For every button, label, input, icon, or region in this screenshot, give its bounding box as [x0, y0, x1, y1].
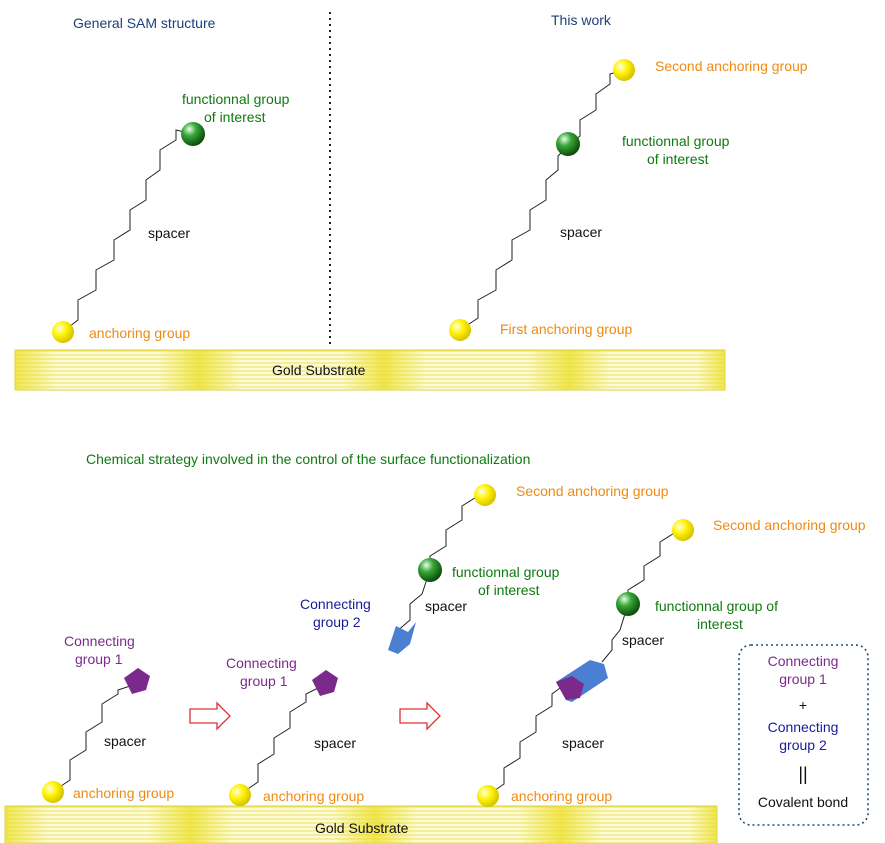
bottom-gold-substrate: Gold Substrate: [4, 805, 718, 843]
top-gold-substrate: Gold Substrate: [14, 349, 726, 391]
top-left-title: General SAM structure: [73, 15, 216, 31]
top-substrate-label: Gold Substrate: [272, 362, 366, 378]
legend-plus: +: [799, 697, 807, 713]
right-first-anchor-label: First anchoring group: [500, 321, 633, 337]
step2-anchor-label: anchoring group: [263, 788, 364, 804]
legend-cg1-label-1: Connecting: [768, 653, 839, 669]
step2-functional-label-1: functionnal group: [452, 564, 560, 580]
legend-cg1-label-2: group 1: [779, 671, 827, 687]
functional-group-sphere: [556, 132, 580, 156]
legend-equals: ||: [798, 764, 807, 784]
step2-connecting1-label-1: Connecting: [226, 655, 297, 671]
step1-anchor-label: anchoring group: [73, 785, 174, 801]
connecting-group-1-shape: [312, 670, 338, 696]
right-second-anchor-label: Second anchoring group: [655, 58, 808, 74]
functional-group-sphere: [181, 122, 205, 146]
step2-connecting1-label-2: group 1: [240, 673, 288, 689]
legend-cg2-label-1: Connecting: [768, 719, 839, 735]
anchoring-group-sphere: [229, 784, 251, 806]
legend-box: Connecting group 1 + Connecting group 2 …: [738, 644, 869, 826]
step3-molecule: [477, 519, 694, 807]
functional-group-sphere: [616, 592, 640, 616]
step3-functional-label-1: functionnal group of: [655, 598, 778, 614]
connecting-group-1-shape: [124, 668, 150, 694]
legend-cg2-label-2: group 2: [779, 737, 827, 753]
step1-connecting-label-2: group 1: [75, 651, 123, 667]
step2-lower-molecule: [229, 670, 338, 806]
top-right-title: This work: [551, 12, 612, 28]
arrow-step-1-to-2: [189, 701, 231, 731]
step2-spacer-label: spacer: [314, 735, 356, 751]
step3-spacer-label: spacer: [562, 735, 604, 751]
connecting-group-2-shape: [388, 622, 416, 654]
step3-functional-label-2: interest: [697, 616, 743, 632]
step3-anchor-label: anchoring group: [511, 788, 612, 804]
step2-upper-molecule: [388, 484, 496, 654]
second-anchoring-sphere: [474, 484, 496, 506]
step1-molecule: [42, 668, 150, 803]
first-anchoring-sphere: [449, 319, 471, 341]
right-sam-molecule: [449, 59, 635, 341]
legend-result: Covalent bond: [758, 794, 848, 810]
step2-functional-label-2: of interest: [478, 582, 540, 598]
left-spacer-label: spacer: [148, 225, 190, 241]
arrow-step-2-to-3: [399, 701, 441, 731]
functional-group-sphere: [418, 558, 442, 582]
step2-spacer-top-label: spacer: [425, 598, 467, 614]
right-functional-label-1: functionnal group: [622, 133, 730, 149]
second-anchoring-sphere: [613, 59, 635, 81]
bottom-title: Chemical strategy involved in the contro…: [86, 451, 530, 467]
step2-connecting2-label-1: Connecting: [300, 596, 371, 612]
right-functional-label-2: of interest: [647, 151, 709, 167]
left-functional-label-2: of interest: [204, 109, 266, 125]
step2-second-anchor-label: Second anchoring group: [516, 483, 669, 499]
second-anchoring-sphere: [672, 519, 694, 541]
anchoring-group-sphere: [52, 321, 74, 343]
bottom-substrate-label: Gold Substrate: [315, 820, 409, 836]
step3-spacer-top-label: spacer: [622, 632, 664, 648]
left-sam-molecule: [52, 122, 205, 343]
connecting-group-1-shape: [556, 676, 584, 700]
right-spacer-label: spacer: [560, 224, 602, 240]
step3-second-anchor-label: Second anchoring group: [713, 517, 866, 533]
left-functional-label-1: functionnal group: [182, 91, 290, 107]
step2-connecting2-label-2: group 2: [313, 614, 361, 630]
step1-connecting-label-1: Connecting: [64, 633, 135, 649]
anchoring-group-sphere: [42, 781, 64, 803]
left-anchor-label: anchoring group: [89, 325, 190, 341]
step1-spacer-label: spacer: [104, 733, 146, 749]
anchoring-group-sphere: [477, 785, 499, 807]
